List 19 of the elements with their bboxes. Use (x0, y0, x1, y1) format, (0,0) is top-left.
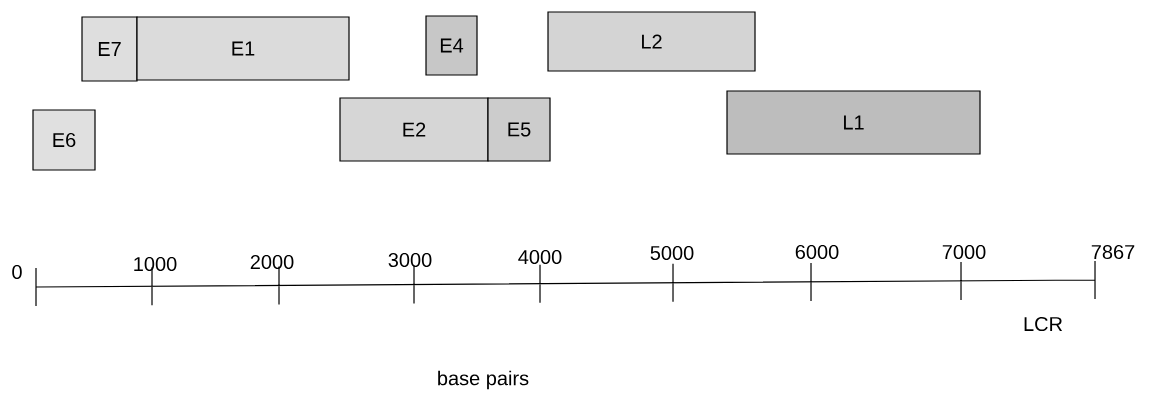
gene-box: L1 (726, 90, 981, 155)
gene-box: E5 (487, 97, 551, 162)
tick-label: 7000 (942, 244, 986, 260)
tick-label: 5000 (650, 245, 694, 261)
axis-label: LCR (1024, 316, 1063, 332)
tick-label: 0 (12, 264, 22, 280)
gene-box: E1 (136, 16, 350, 81)
tick-label: 2000 (250, 254, 294, 270)
tick-label: 4000 (518, 249, 562, 265)
gene-box: E4 (425, 15, 478, 76)
gene-box: E7 (81, 16, 138, 82)
tick-label: 7867 (1091, 244, 1135, 260)
tick-label: 3000 (388, 252, 432, 268)
tick-label: 1000 (134, 256, 177, 272)
gene-box: E6 (32, 109, 96, 171)
gene-box: E2 (339, 97, 489, 162)
gene-box: L2 (547, 11, 756, 72)
tick-label: 6000 (795, 244, 839, 260)
axis-label: base pairs (438, 370, 529, 390)
